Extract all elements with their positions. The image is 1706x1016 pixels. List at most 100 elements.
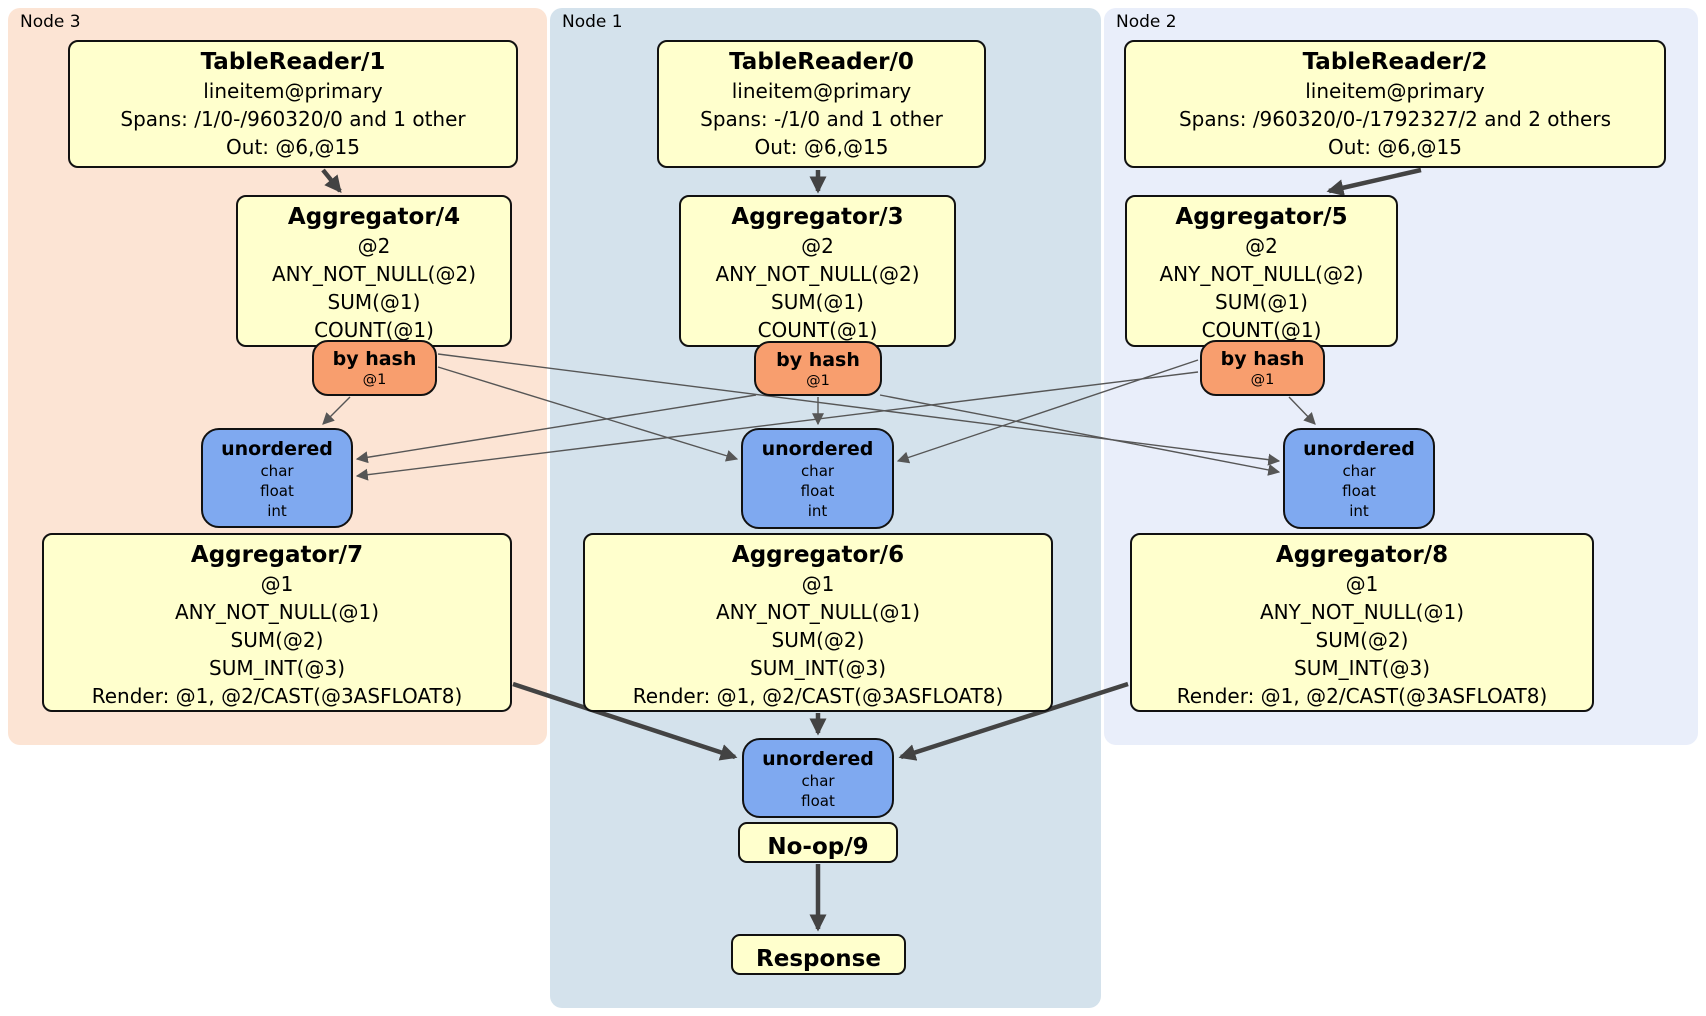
edge-tr2-agg5 bbox=[1326, 167, 1422, 197]
processor-line: Spans: /960320/0-/1792327/2 and 2 others bbox=[1178, 107, 1611, 131]
edge-hash1-sync2 bbox=[879, 394, 1281, 476]
processor-line: @2 bbox=[1245, 234, 1278, 258]
processor-line: Spans: -/1/0 and 1 other bbox=[700, 107, 943, 131]
processor-title: Aggregator/6 bbox=[731, 542, 905, 568]
processor-line: COUNT(@1) bbox=[1201, 318, 1322, 342]
processor-line: SUM(@2) bbox=[230, 628, 324, 652]
processor-line: float bbox=[1342, 482, 1376, 500]
edge-agg8-syncfinal bbox=[898, 681, 1129, 761]
processor-sync3: unordered char float int bbox=[201, 428, 353, 528]
edge-hash3-sync2 bbox=[437, 353, 1281, 466]
processor-line: @2 bbox=[801, 234, 834, 258]
processor-line: @2 bbox=[357, 234, 391, 258]
processor-noop9: No-op/9 bbox=[738, 822, 898, 863]
processor-line: float bbox=[801, 792, 835, 810]
processor-line: SUM(@1) bbox=[327, 290, 421, 314]
processor-line: Spans: /1/0-/960320/0 and 1 other bbox=[120, 107, 466, 131]
processor-line: @1 bbox=[1250, 372, 1275, 388]
processor-line: ANY_NOT_NULL(@1) bbox=[716, 600, 920, 624]
processor-line: COUNT(@1) bbox=[314, 318, 434, 342]
processor-line: @1 bbox=[1345, 572, 1379, 596]
edge-hash2-sync2 bbox=[1288, 396, 1316, 425]
processor-line: SUM_INT(@3) bbox=[750, 656, 886, 680]
processor-line: Out: @6,@15 bbox=[226, 135, 360, 159]
processor-line: Out: @6,@15 bbox=[754, 135, 889, 159]
processor-line: SUM(@2) bbox=[1315, 628, 1409, 652]
processor-title: TableReader/2 bbox=[1302, 49, 1488, 75]
processor-title: Aggregator/4 bbox=[287, 204, 461, 230]
processor-line: char bbox=[800, 462, 835, 480]
node-group-label: Node 2 bbox=[1116, 12, 1177, 32]
processor-title: Aggregator/8 bbox=[1275, 542, 1449, 568]
processor-sync1: unordered char float int bbox=[741, 428, 894, 529]
processor-title: unordered bbox=[1303, 438, 1415, 460]
processor-line: int bbox=[267, 502, 287, 520]
processor-line: @1 bbox=[260, 572, 294, 596]
processor-hash2: by hash @1 bbox=[1200, 340, 1325, 396]
edge-hash3-sync1 bbox=[437, 366, 739, 462]
processor-line: char bbox=[260, 462, 294, 480]
processor-line: int bbox=[1349, 502, 1369, 520]
processor-title: Aggregator/5 bbox=[1175, 204, 1348, 230]
processor-line: COUNT(@1) bbox=[757, 318, 878, 342]
processor-syncfinal: unordered char float bbox=[742, 738, 894, 818]
edge-tr1-agg4 bbox=[321, 168, 342, 193]
processor-line: ANY_NOT_NULL(@1) bbox=[175, 600, 379, 624]
processor-line: @1 bbox=[806, 373, 830, 389]
edge-hash2-sync3 bbox=[355, 371, 1199, 481]
processor-title: Aggregator/3 bbox=[731, 204, 904, 230]
processor-line: Render: @1, @2/CAST(@3ASFLOAT8) bbox=[91, 684, 463, 708]
processor-line: float bbox=[800, 482, 835, 500]
processor-line: float bbox=[260, 482, 294, 500]
edge-hash3-sync3 bbox=[322, 396, 351, 425]
processor-line: Render: @1, @2/CAST(@3ASFLOAT8) bbox=[632, 684, 1004, 708]
processor-line: SUM(@1) bbox=[1215, 290, 1308, 314]
processor-line: ANY_NOT_NULL(@2) bbox=[272, 262, 476, 286]
processor-sync2: unordered char float int bbox=[1283, 428, 1435, 529]
processor-line: lineitem@primary bbox=[203, 79, 383, 103]
processor-line: @1 bbox=[362, 372, 387, 388]
processor-response: Response bbox=[731, 934, 906, 975]
processor-title: unordered bbox=[221, 438, 333, 460]
node-group-label: Node 3 bbox=[20, 12, 81, 32]
processor-title: TableReader/1 bbox=[200, 49, 386, 75]
processor-line: Out: @6,@15 bbox=[1328, 135, 1462, 159]
processor-line: ANY_NOT_NULL(@2) bbox=[715, 262, 920, 286]
processor-title: Response bbox=[756, 946, 881, 972]
processor-title: TableReader/0 bbox=[729, 49, 914, 75]
processor-line: ANY_NOT_NULL(@2) bbox=[1159, 262, 1364, 286]
processor-hash3: by hash @1 bbox=[312, 340, 437, 396]
processor-line: Render: @1, @2/CAST(@3ASFLOAT8) bbox=[1176, 684, 1548, 708]
processor-line: lineitem@primary bbox=[1305, 79, 1485, 103]
edge-hash1-sync3 bbox=[355, 394, 757, 464]
processor-line: SUM(@2) bbox=[771, 628, 865, 652]
processor-hash1: by hash @1 bbox=[754, 341, 882, 396]
processor-line: int bbox=[807, 502, 828, 520]
processor-line: char bbox=[801, 772, 835, 790]
processor-line: char bbox=[1342, 462, 1376, 480]
processor-line: lineitem@primary bbox=[731, 79, 912, 103]
processor-line: SUM(@1) bbox=[771, 290, 864, 314]
processor-title: No-op/9 bbox=[767, 834, 869, 860]
processor-title: unordered bbox=[762, 748, 874, 770]
processor-title: by hash bbox=[776, 349, 860, 371]
processor-line: @1 bbox=[801, 572, 835, 596]
edge-agg7-syncfinal bbox=[512, 681, 738, 761]
node-group-label: Node 1 bbox=[562, 12, 623, 32]
processor-title: unordered bbox=[761, 438, 874, 460]
processor-title: by hash bbox=[332, 348, 417, 370]
processor-line: SUM_INT(@3) bbox=[1294, 656, 1430, 680]
processor-title: by hash bbox=[1220, 348, 1305, 370]
processor-line: SUM_INT(@3) bbox=[209, 656, 345, 680]
